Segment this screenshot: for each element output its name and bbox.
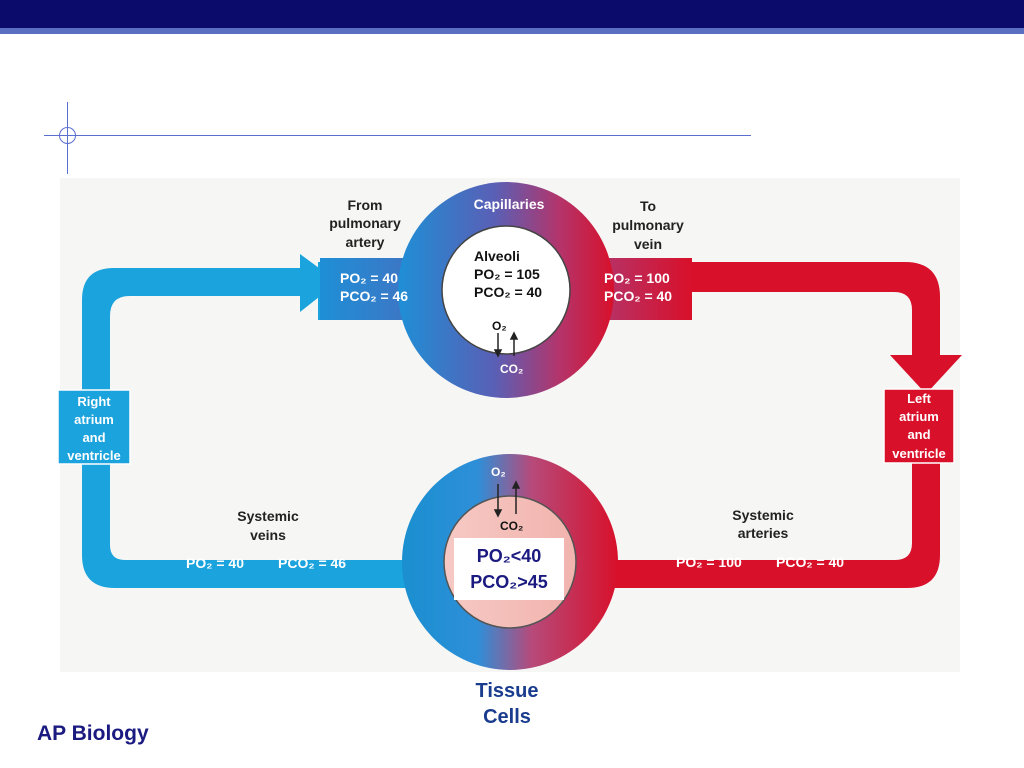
lung-capillaries	[320, 182, 692, 398]
oxygenated-loop	[590, 262, 962, 588]
to-label-3: vein	[634, 236, 662, 252]
alveoli-po2: PO₂ = 105	[474, 266, 540, 282]
left-heart-line-2: atrium	[899, 409, 939, 424]
left-heart-line-1: Left	[907, 391, 932, 406]
right-heart-line-2: atrium	[74, 412, 114, 427]
right-heart-box	[57, 389, 131, 465]
tissue-pco2: PCO₂>45	[470, 572, 548, 592]
arteries-pco2: PCO₂ = 40	[776, 554, 844, 570]
left-heart-line-3: and	[907, 427, 930, 442]
lung-in-po2: PO₂ = 40	[340, 270, 398, 286]
systemic-veins-line-1: Systemic	[237, 508, 299, 524]
lung-out-pco2: PCO₂ = 40	[604, 288, 672, 304]
from-label-1: From	[348, 197, 383, 213]
lung-in-pco2: PCO₂ = 46	[340, 288, 408, 304]
alveoli-pco2: PCO₂ = 40	[474, 284, 542, 300]
to-label-2: pulmonary	[612, 217, 684, 233]
from-label-3: artery	[346, 234, 385, 250]
lung-out-po2: PO₂ = 100	[604, 270, 670, 286]
right-heart-line-3: and	[82, 430, 105, 445]
tissue-cells-line-1: Tissue	[476, 680, 539, 702]
crosshair-icon	[59, 127, 76, 144]
tissue-co2-label: CO₂	[500, 519, 523, 533]
alveoli-title: Alveoli	[474, 248, 520, 264]
lung-exchange-arrows	[493, 331, 519, 358]
left-heart-box	[883, 388, 955, 464]
right-heart-line-1: Right	[77, 394, 111, 409]
veins-pco2: PCO₂ = 46	[278, 555, 346, 571]
right-heart-line-4: ventricle	[67, 448, 120, 463]
capillaries-label: Capillaries	[474, 196, 545, 212]
tissue-exchange-arrows	[493, 480, 521, 518]
tissue-cells-line-2: Cells	[483, 706, 531, 728]
veins-po2: PO₂ = 40	[186, 555, 244, 571]
tissue-o2-label: O₂	[491, 465, 506, 479]
tissue-po2: PO₂<40	[477, 546, 542, 566]
title-bar-accent	[0, 28, 1024, 34]
left-heart-line-4: ventricle	[892, 446, 945, 461]
lung-o2-label: O₂	[492, 319, 507, 333]
tissue-values-box	[454, 538, 564, 600]
lung-co2-label: CO₂	[500, 362, 523, 376]
systemic-veins-line-2: veins	[250, 527, 286, 543]
systemic-arteries-line-2: arteries	[738, 525, 789, 541]
systemic-arteries-line-1: Systemic	[732, 507, 794, 523]
footer-brand: AP Biology	[37, 722, 149, 745]
to-label-1: To	[640, 198, 656, 214]
decorative-rule	[44, 135, 751, 136]
from-label-2: pulmonary	[329, 215, 401, 231]
title-bar	[0, 0, 1024, 28]
arteries-po2: PO₂ = 100	[676, 554, 742, 570]
